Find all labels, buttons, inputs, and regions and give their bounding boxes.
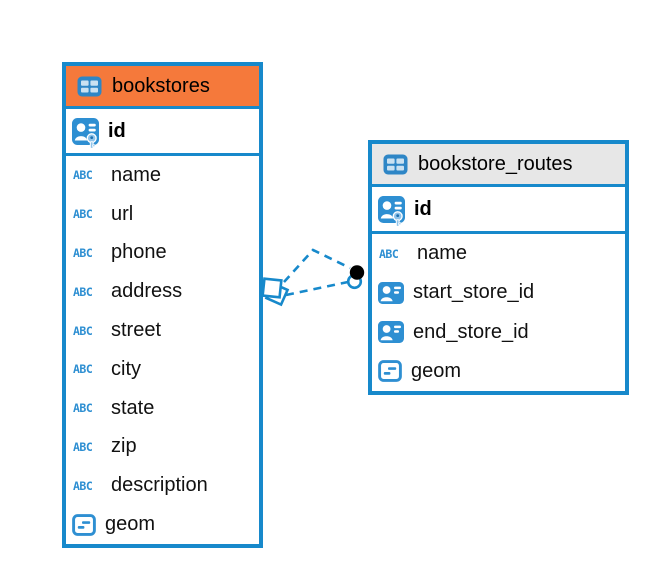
column-name: id bbox=[414, 197, 432, 220]
table-title: bookstores bbox=[112, 74, 210, 97]
entity-header[interactable]: bookstore_routes bbox=[372, 144, 625, 187]
column-name: phone bbox=[111, 241, 167, 264]
entity-bookstore-routes[interactable]: bookstore_routes id bbox=[368, 140, 629, 395]
relationship-diamond-icon[interactable] bbox=[264, 281, 290, 307]
table-icon bbox=[383, 154, 408, 175]
text-type-icon: ABC bbox=[73, 362, 93, 377]
column-name: url bbox=[111, 202, 134, 225]
column-row[interactable]: id bbox=[372, 187, 625, 234]
text-type-icon: ABC bbox=[73, 245, 93, 260]
column-row[interactable]: ABC city bbox=[66, 350, 259, 389]
relationship-line[interactable] bbox=[285, 280, 349, 297]
column-name: name bbox=[417, 242, 468, 265]
entity-header[interactable]: bookstores bbox=[66, 66, 259, 109]
relationship-diamond-icon[interactable] bbox=[261, 277, 283, 299]
column-row[interactable]: geom bbox=[372, 352, 625, 391]
column-row[interactable]: id bbox=[66, 109, 259, 156]
column-name: zip bbox=[111, 435, 137, 458]
column-name: start_store_id bbox=[413, 281, 535, 304]
column-row[interactable]: start_store_id bbox=[372, 273, 625, 312]
primary-key-icon bbox=[72, 117, 99, 149]
column-name: geom bbox=[105, 513, 156, 536]
text-type-icon: ABC bbox=[73, 207, 93, 222]
column-row[interactable]: ABC phone bbox=[66, 234, 259, 273]
column-name: state bbox=[111, 396, 155, 419]
column-name: city bbox=[111, 357, 141, 380]
geometry-type-icon bbox=[72, 513, 96, 536]
column-row[interactable]: ABC zip bbox=[66, 428, 259, 467]
relationship-ring-icon[interactable] bbox=[346, 273, 363, 290]
geometry-type-icon bbox=[378, 360, 402, 383]
column-row[interactable]: ABC name bbox=[66, 156, 259, 195]
column-row[interactable]: ABC address bbox=[66, 272, 259, 311]
text-type-icon: ABC bbox=[73, 323, 93, 338]
column-name: description bbox=[111, 474, 208, 497]
foreign-key-icon bbox=[378, 321, 404, 344]
column-name: end_store_id bbox=[413, 320, 529, 343]
column-row[interactable]: ABC name bbox=[372, 234, 625, 273]
table-title: bookstore_routes bbox=[418, 152, 573, 175]
column-row[interactable]: ABC url bbox=[66, 195, 259, 234]
column-name: geom bbox=[411, 359, 462, 382]
text-type-icon: ABC bbox=[73, 168, 93, 183]
relationship-dot-icon[interactable] bbox=[349, 265, 365, 280]
text-type-icon: ABC bbox=[73, 401, 93, 416]
column-row[interactable]: ABC street bbox=[66, 311, 259, 350]
column-name: address bbox=[111, 280, 183, 303]
entity-bookstores[interactable]: bookstores id bbox=[62, 62, 263, 548]
column-name: name bbox=[111, 163, 162, 186]
text-type-icon: ABC bbox=[379, 246, 399, 261]
foreign-key-icon bbox=[378, 281, 404, 304]
text-type-icon: ABC bbox=[73, 478, 93, 493]
primary-key-icon bbox=[378, 195, 405, 227]
column-name: street bbox=[111, 319, 162, 342]
table-icon bbox=[77, 76, 102, 97]
text-type-icon: ABC bbox=[73, 439, 93, 454]
text-type-icon: ABC bbox=[73, 284, 93, 299]
column-row[interactable]: ABC state bbox=[66, 389, 259, 428]
column-name: id bbox=[108, 119, 126, 142]
column-row[interactable]: end_store_id bbox=[372, 313, 625, 352]
column-row[interactable]: ABC description bbox=[66, 466, 259, 505]
column-row[interactable]: geom bbox=[66, 505, 259, 544]
relationship-line[interactable] bbox=[283, 248, 351, 283]
